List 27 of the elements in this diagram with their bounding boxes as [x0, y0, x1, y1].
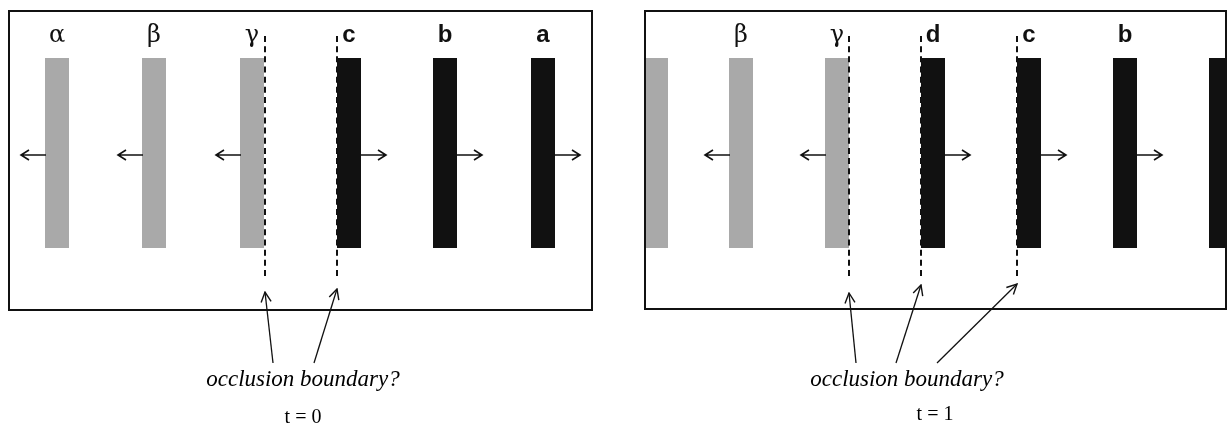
dashed-boundary-line — [264, 36, 266, 276]
bar-label: γ — [243, 20, 261, 48]
dashed-boundary-line — [1016, 36, 1018, 276]
bar-label: c — [341, 20, 357, 48]
bar-label: b — [436, 20, 454, 48]
time-label: t = 0 — [283, 405, 323, 428]
bar-label: b — [1116, 20, 1134, 48]
bar-label: d — [924, 20, 942, 48]
leader-line — [895, 284, 924, 364]
bar-label: β — [146, 20, 162, 48]
leader-line — [260, 291, 274, 364]
leader-line — [313, 288, 340, 364]
bar-label: a — [535, 20, 551, 48]
leader-line — [844, 292, 857, 364]
leader-line — [936, 283, 1018, 364]
panel-frame — [644, 10, 1227, 310]
bar-label: c — [1021, 20, 1037, 48]
panel-frame — [8, 10, 593, 311]
dashed-boundary-line — [336, 36, 338, 276]
bar-label: γ — [828, 20, 846, 48]
bar-label: α — [47, 20, 67, 48]
callout-text: occlusion boundary? — [797, 366, 1017, 392]
dashed-boundary-line — [848, 36, 850, 276]
callout-text: occlusion boundary? — [193, 366, 413, 392]
time-label: t = 1 — [915, 402, 955, 425]
bar-label: β — [733, 20, 749, 48]
dashed-boundary-line — [920, 36, 922, 276]
